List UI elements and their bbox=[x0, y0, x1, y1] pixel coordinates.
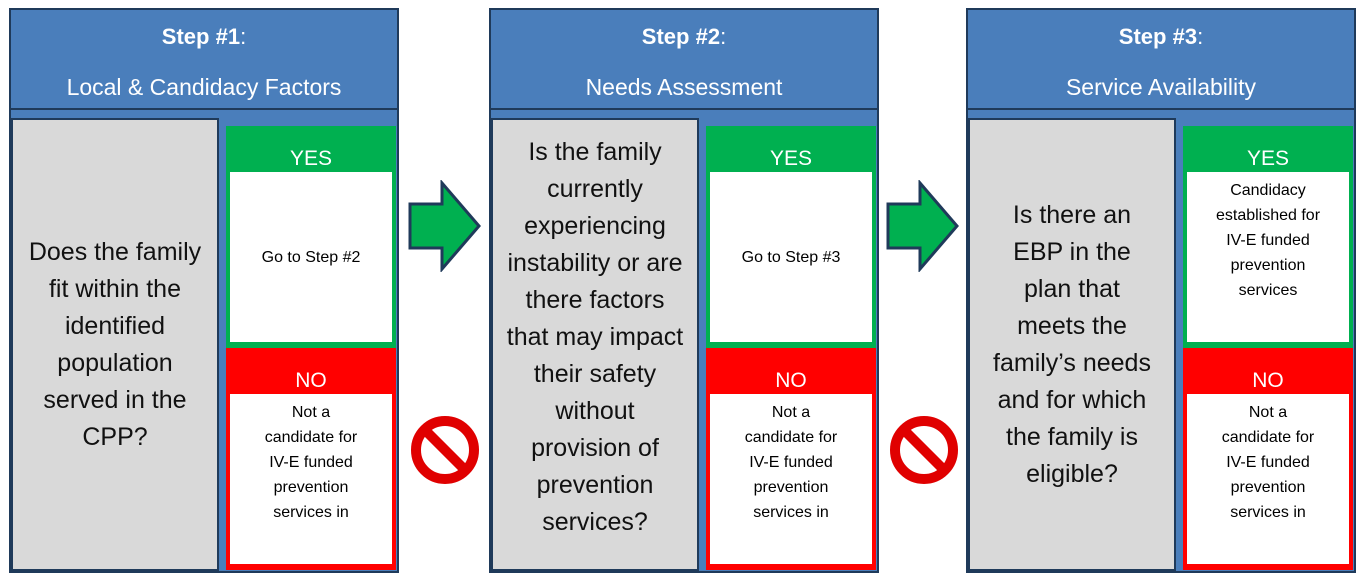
step-question: Is the family currently experiencing ins… bbox=[491, 118, 699, 571]
no-entry-icon bbox=[890, 416, 958, 484]
yes-box: YES Go to Step #2 bbox=[226, 126, 396, 348]
step-subtitle: Service Availability bbox=[1065, 74, 1257, 100]
no-box: NO Not a candidate for IV-E funded preve… bbox=[226, 348, 396, 570]
step-subtitle: Needs Assessment bbox=[585, 74, 783, 100]
right-arrow-icon bbox=[886, 180, 959, 272]
step-header: Step #3: Service Availability bbox=[968, 10, 1354, 110]
step-3-panel: Step #3: Service Availability Is there a… bbox=[966, 8, 1356, 573]
right-arrow-icon bbox=[408, 180, 481, 272]
no-text: Not a candidate for IV-E funded preventi… bbox=[710, 394, 872, 564]
step-title: Step #1: bbox=[161, 24, 247, 49]
yes-box: YES Go to Step #3 bbox=[706, 126, 876, 348]
yes-label: YES bbox=[1246, 147, 1290, 168]
no-label: NO bbox=[1252, 369, 1284, 390]
step-question: Does the family fit within the identifie… bbox=[11, 118, 219, 571]
yes-text: Go to Step #2 bbox=[230, 172, 392, 342]
yes-box: YES Candidacy established for IV-E funde… bbox=[1183, 126, 1353, 348]
yes-text: Candidacy established for IV-E funded pr… bbox=[1187, 172, 1349, 342]
yes-label: YES bbox=[289, 147, 333, 168]
yes-text: Go to Step #3 bbox=[710, 172, 872, 342]
yes-label: YES bbox=[769, 147, 813, 168]
step-header: Step #1: Local & Candidacy Factors bbox=[11, 10, 397, 110]
step-2-panel: Step #2: Needs Assessment Is the family … bbox=[489, 8, 879, 573]
no-text: Not a candidate for IV-E funded preventi… bbox=[1187, 394, 1349, 564]
no-entry-icon bbox=[411, 416, 479, 484]
step-1-panel: Step #1: Local & Candidacy Factors Does … bbox=[9, 8, 399, 573]
step-title: Step #3: bbox=[1118, 24, 1204, 49]
no-box: NO Not a candidate for IV-E funded preve… bbox=[706, 348, 876, 570]
no-box: NO Not a candidate for IV-E funded preve… bbox=[1183, 348, 1353, 570]
no-label: NO bbox=[295, 369, 327, 390]
step-title: Step #2: bbox=[641, 24, 727, 49]
step-question: Is there an EBP in the plan that meets t… bbox=[968, 118, 1176, 571]
no-text: Not a candidate for IV-E funded preventi… bbox=[230, 394, 392, 564]
step-header: Step #2: Needs Assessment bbox=[491, 10, 877, 110]
no-label: NO bbox=[775, 369, 807, 390]
step-subtitle: Local & Candidacy Factors bbox=[66, 74, 342, 100]
